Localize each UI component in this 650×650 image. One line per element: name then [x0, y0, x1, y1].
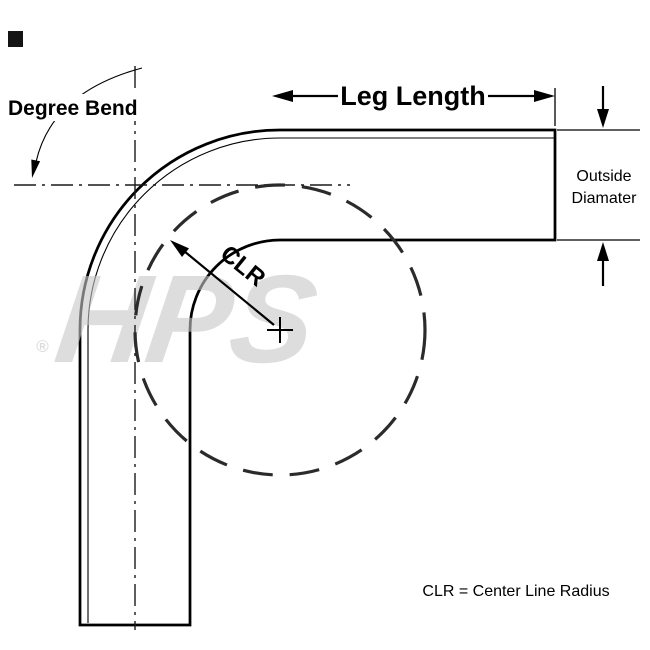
clr-legend-text: CLR = Center Line Radius	[422, 583, 609, 600]
leg-length-arrow-left-icon	[272, 90, 293, 102]
degree-bend-arrowhead-icon	[31, 159, 41, 178]
degree-bend-label: Degree Bend	[8, 97, 138, 120]
leg-length-label: Leg Length	[340, 81, 485, 111]
watermark-registered-icon: ®	[36, 337, 49, 356]
clr-arrow-line	[183, 250, 275, 326]
clr-center-cross-icon	[267, 317, 293, 343]
od-arrow-down-icon	[597, 109, 609, 128]
outside-diameter-dimension: Outside Diamater	[557, 86, 640, 286]
corner-mark	[8, 31, 23, 47]
watermark-text: HPS	[48, 249, 325, 389]
outside-diameter-label-line2: Diamater	[572, 190, 638, 207]
clr-circle-dashed	[133, 183, 427, 477]
leg-length-arrow-right-icon	[534, 90, 555, 102]
outside-diameter-label-line1: Outside	[576, 168, 631, 185]
degree-bend-label-backing	[4, 94, 140, 121]
watermark: HPS ®	[36, 249, 325, 389]
leg-length-dimension: Leg Length	[272, 81, 556, 126]
tube-wall-detail-line	[87, 137, 555, 623]
clr-arrowhead-icon	[170, 240, 189, 257]
od-arrow-up-icon	[597, 242, 609, 261]
tube-outline	[78, 128, 557, 627]
